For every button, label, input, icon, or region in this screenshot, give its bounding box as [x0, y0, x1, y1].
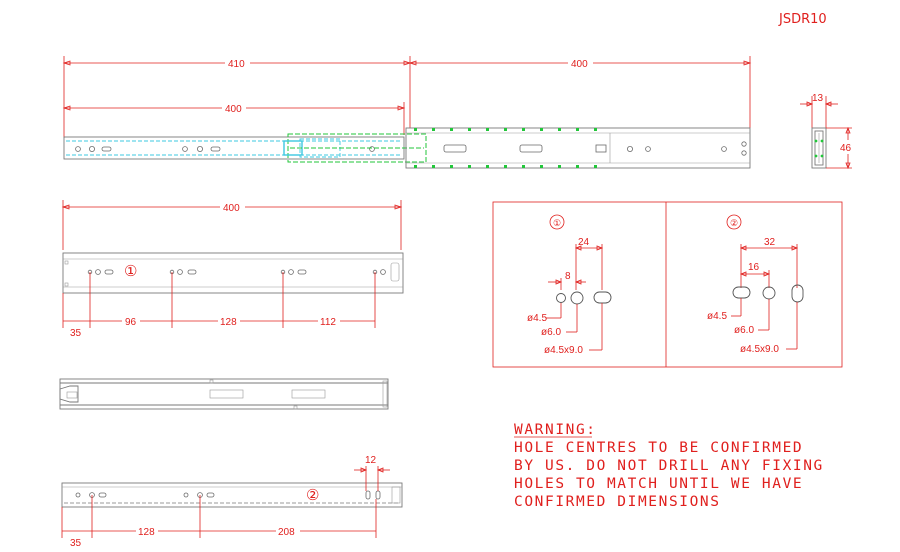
dim-410-label: 410 [228, 59, 245, 70]
warning-line-2: BY US. DO NOT DRILL ANY FIXING [514, 458, 824, 474]
hole-detail-box: ① 24 8 ø4.5 ø6.0 ø4.5x9.0 [492, 201, 843, 368]
member1-marker: ① [124, 263, 137, 280]
member1-spacing-128: 128 [220, 317, 237, 328]
detail1-slot: ø4.5x9.0 [544, 345, 583, 356]
warning-line-4: CONFIRMED DIMENSIONS [514, 494, 721, 510]
member1-spacing-112: 112 [320, 317, 336, 328]
member2-marker: ② [306, 487, 319, 504]
dim-400-extension-label: 400 [571, 59, 588, 70]
warning-line-1: HOLE CENTRES TO BE CONFIRMED [514, 440, 803, 456]
detail1-marker: ① [553, 218, 561, 228]
detail1-dim-outer: 24 [578, 237, 590, 248]
member1-spacing-96: 96 [125, 317, 137, 328]
member2-view: ② 12 35 128 208 [61, 455, 403, 549]
dimension-inner-length: 400 [62, 102, 406, 135]
detail2-marker: ② [730, 218, 738, 228]
detail2: ② 32 16 ø4.5 ø6.0 ø4.5x9.0 [707, 214, 804, 355]
detail2-hole-large: ø6.0 [734, 325, 754, 336]
member1-view: 400 ① 35 96 128 112 [61, 200, 404, 339]
detail1-dim-inner: 8 [565, 271, 571, 282]
detail1-hole-large: ø6.0 [541, 327, 561, 338]
member2-spacing-208: 208 [278, 527, 295, 538]
dim-13-label: 13 [812, 93, 824, 104]
outer-member-view [59, 378, 389, 410]
dim-46-label: 46 [840, 143, 852, 154]
member2-spacing-128: 128 [138, 527, 155, 538]
detail1-hole-small: ø4.5 [527, 313, 547, 324]
top-view: 410 400 400 [62, 56, 752, 169]
drawing-code: JSDR10 [778, 12, 827, 27]
detail2-dim-inner: 16 [748, 262, 760, 273]
dimension-closed-length: 410 [62, 56, 751, 138]
warning-line-3: HOLES TO MATCH UNTIL WE HAVE [514, 476, 803, 492]
detail2-hole-small: ø4.5 [707, 311, 727, 322]
dimension-extension: 400 [408, 59, 752, 70]
member1-spacing-35: 35 [70, 328, 82, 339]
side-view: 13 46 [800, 93, 852, 170]
member1-overall-label: 400 [223, 203, 240, 214]
detail1: ① 24 8 ø4.5 ø6.0 ø4.5x9.0 [527, 214, 612, 356]
warning-heading: WARNING: [514, 422, 597, 438]
member2-spacing-35: 35 [70, 538, 82, 549]
dim-400-inner-label: 400 [225, 104, 242, 115]
detail2-slot: ø4.5x9.0 [740, 344, 779, 355]
member2-slot-gap: 12 [365, 455, 377, 466]
detail2-dim-outer: 32 [764, 237, 776, 248]
warning-note: WARNING: HOLE CENTRES TO BE CONFIRMED BY… [514, 422, 824, 510]
